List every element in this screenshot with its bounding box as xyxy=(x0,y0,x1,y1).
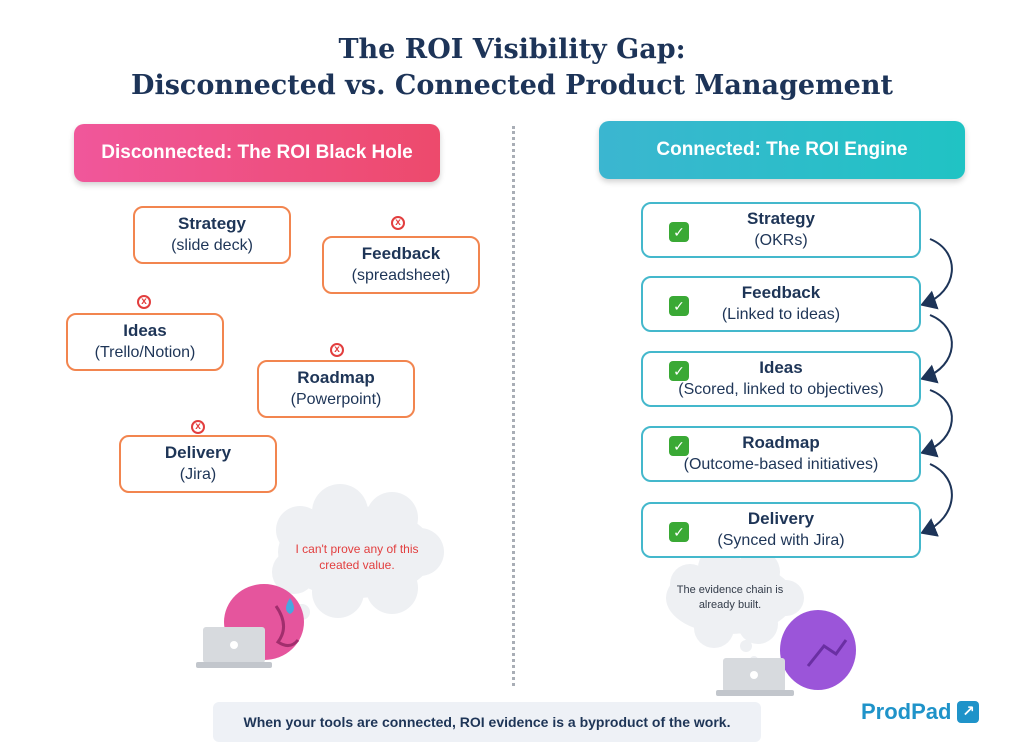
checkmark-icon: ✓ xyxy=(669,436,689,456)
right-box-feedback: ✓ Feedback (Linked to ideas) xyxy=(641,276,921,332)
box-sub: (spreadsheet) xyxy=(351,267,451,284)
box-name: Roadmap xyxy=(742,433,820,452)
left-box-strategy: Strategy (slide deck) xyxy=(133,206,291,264)
box-sub: (Linked to ideas) xyxy=(721,306,841,323)
thought-bubble-left: I can't prove any of this created value. xyxy=(295,542,419,572)
checkmark-icon: ✓ xyxy=(669,222,689,242)
box-sub: (Powerpoint) xyxy=(290,391,382,408)
box-name: Ideas xyxy=(123,321,167,340)
title-line-1: The ROI Visibility Gap: xyxy=(338,34,686,65)
curved-arrow-icon xyxy=(920,238,953,310)
connected-header: Connected: The ROI Engine xyxy=(599,121,965,179)
logo-text: ProdPad xyxy=(861,699,952,724)
box-name: Delivery xyxy=(164,443,232,462)
logo-mark-icon: ↗ xyxy=(957,701,980,723)
right-box-delivery: ✓ Delivery (Synced with Jira) xyxy=(641,502,921,558)
x-circle-icon: x xyxy=(191,420,205,434)
box-sub: (Scored, linked to objectives) xyxy=(678,381,884,398)
thought-cloud-left xyxy=(272,484,444,633)
chain-arrows xyxy=(920,238,953,537)
footer-caption: When your tools are connected, ROI evide… xyxy=(213,702,761,742)
right-box-strategy: ✓ Strategy (OKRs) xyxy=(641,202,921,258)
box-sub: (slide deck) xyxy=(171,237,253,254)
box-name: Ideas xyxy=(759,358,803,377)
right-box-roadmap: ✓ Roadmap (Outcome-based initiatives) xyxy=(641,426,921,482)
box-name: Strategy xyxy=(746,209,816,228)
center-divider xyxy=(512,126,515,686)
left-box-feedback: Feedback (spreadsheet) xyxy=(322,236,480,294)
box-name: Delivery xyxy=(747,509,815,528)
left-box-delivery: Delivery (Jira) xyxy=(119,435,277,493)
laptop-left xyxy=(196,627,272,668)
left-box-roadmap: Roadmap (Powerpoint) xyxy=(257,360,415,418)
right-box-ideas: ✓ Ideas (Scored, linked to objectives) xyxy=(641,351,921,407)
checkmark-icon: ✓ xyxy=(669,361,689,381)
laptop-right xyxy=(716,658,794,696)
box-sub: (Jira) xyxy=(179,466,217,483)
thought-bubble-right: The evidence chain is already built. xyxy=(676,584,784,611)
x-circle-icon: x xyxy=(137,295,151,309)
sweat-drop-icon xyxy=(286,598,294,614)
title-line-2: Disconnected vs. Connected Product Manag… xyxy=(131,70,893,101)
box-sub: (Trello/Notion) xyxy=(94,344,196,361)
checkmark-icon: ✓ xyxy=(669,296,689,316)
box-sub: (Outcome-based initiatives) xyxy=(683,456,879,473)
box-name: Feedback xyxy=(741,283,821,302)
curved-arrow-icon xyxy=(920,314,953,384)
disconnected-header: Disconnected: The ROI Black Hole xyxy=(74,124,440,182)
box-sub: (OKRs) xyxy=(754,232,808,249)
curved-arrow-icon xyxy=(920,463,953,537)
box-sub: (Synced with Jira) xyxy=(717,532,845,549)
x-circle-icon: x xyxy=(391,216,405,230)
box-name: Roadmap xyxy=(297,368,375,387)
x-circle-icon: x xyxy=(330,343,344,357)
relaxed-character xyxy=(780,610,856,690)
left-box-ideas: Ideas (Trello/Notion) xyxy=(66,313,224,371)
box-name: Strategy xyxy=(177,214,247,233)
box-name: Feedback xyxy=(361,244,441,263)
curved-arrow-icon xyxy=(920,389,953,458)
checkmark-icon: ✓ xyxy=(669,522,689,542)
prodpad-logo: ProdPad ↗ xyxy=(861,697,980,727)
